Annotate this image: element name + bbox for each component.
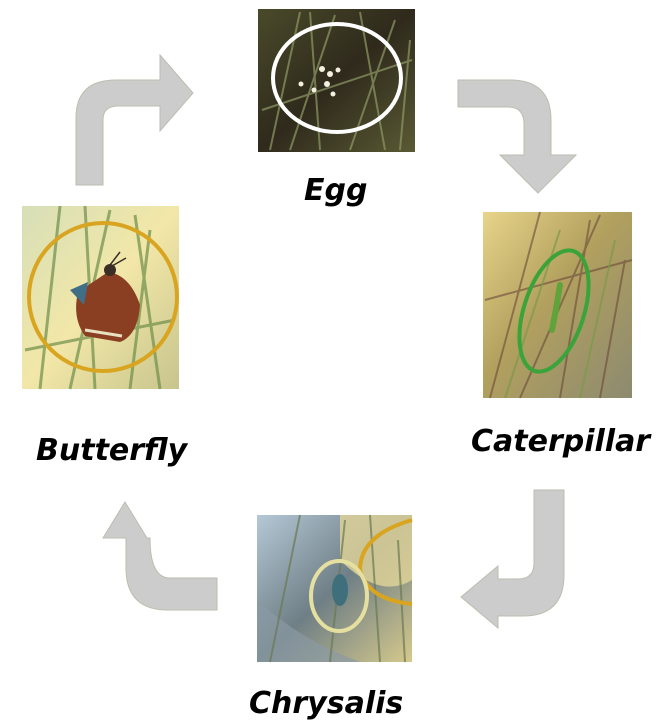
chrysalis-label: Chrysalis [249, 686, 403, 721]
butterfly-image [22, 206, 179, 389]
butterfly-label: Butterfly [36, 433, 187, 468]
egg-image [258, 9, 415, 152]
arrow-caterpillar-to-chrysalis [461, 490, 564, 628]
arrow-butterfly-to-egg [76, 55, 193, 185]
arrow-chrysalis-to-butterfly [103, 502, 217, 610]
chrysalis-icon [332, 574, 348, 606]
caterpillar-image [483, 212, 632, 398]
arrow-egg-to-caterpillar [458, 80, 576, 193]
egg-label: Egg [304, 173, 367, 208]
chrysalis-image [257, 515, 412, 662]
caterpillar-label: Caterpillar [471, 424, 650, 459]
